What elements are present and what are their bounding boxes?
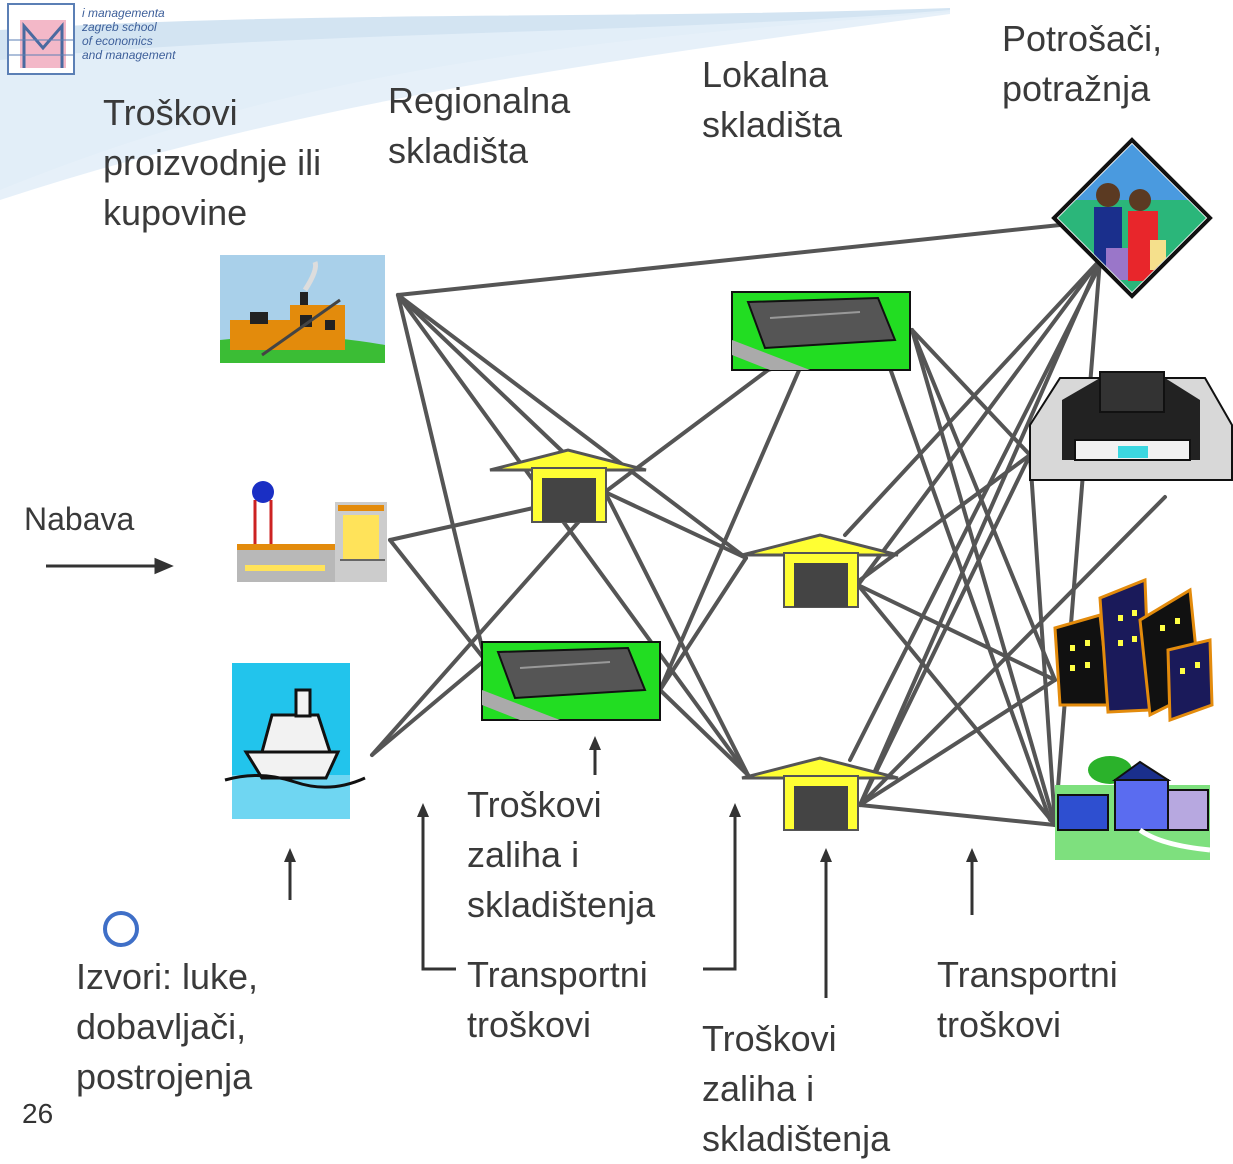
annotation-arrows [288,748,974,998]
connection-line [856,258,1102,587]
network-lines [370,223,1167,827]
connection-line [396,223,1062,297]
houses-icon [1055,756,1211,860]
annotation-arrow-heads [284,736,978,862]
connection-line [878,338,1052,822]
local-warehouse-middle-icon [741,533,899,608]
bullet-circle [103,911,139,947]
header-production-costs: Troškovi proizvodnje ili kupovine [103,92,322,233]
connection-line [858,453,1032,807]
connection-line [396,293,748,560]
connection-line [843,258,1102,537]
connection-line [658,366,802,692]
connection-line [603,490,748,560]
connection-line [856,583,1057,682]
shopping-center-icon [1029,371,1233,481]
family-icon [1051,137,1213,299]
label-inventory-costs-local: Troškovi zaliha i skladištenja [702,1018,891,1159]
procurement-arrow [46,557,174,575]
header-regional-warehouses: Regionalna skladišta [388,80,571,171]
page-number: 26 [22,1098,54,1129]
connection-line [858,258,1102,807]
label-sources: Izvori: luke, dobavljači, postrojenja [76,956,259,1097]
connection-line [910,328,1057,827]
school-logo-text: i managementa zagreb school of economics… [82,6,176,62]
header-local-warehouses: Lokalna skladišta [702,54,843,145]
header-band-light [0,10,950,200]
connection-line [1053,258,1102,827]
connection-line [396,293,750,777]
label-inventory-costs-regional: Troškovi zaliha i skladištenja [467,784,656,925]
local-warehouse-upper-icon [731,291,911,371]
connection-line [658,688,750,777]
ship-icon [224,663,366,819]
factory-water-tower-icon [237,481,387,582]
connection-line [910,328,1057,682]
connection-line [858,678,1057,807]
header-consumers: Potrošači, potražnja [1002,18,1163,109]
connection-line [1028,453,1057,827]
connection-line [603,490,750,777]
connection-line [858,803,1057,827]
factory-smokestack-icon [220,255,385,363]
label-procurement: Nabava [24,501,135,537]
connection-line [603,368,770,494]
school-logo [7,3,75,75]
connection-line [396,293,487,662]
regional-warehouse-lower-icon [481,641,661,721]
connection-line [848,263,1102,762]
connection-line [388,538,487,662]
connection-line [910,328,1032,457]
connection-line [658,556,748,692]
label-transport-costs-middle: Transportni troškovi [467,954,648,1045]
connection-line [370,490,607,757]
connection-line [858,453,1032,582]
local-warehouse-lower-icon [741,756,899,831]
city-buildings-icon [1053,577,1214,723]
connection-line [370,658,487,757]
connection-line [858,495,1167,807]
label-transport-costs-right: Transportni troškovi [937,954,1118,1045]
regional-warehouse-upper-icon [489,448,647,523]
